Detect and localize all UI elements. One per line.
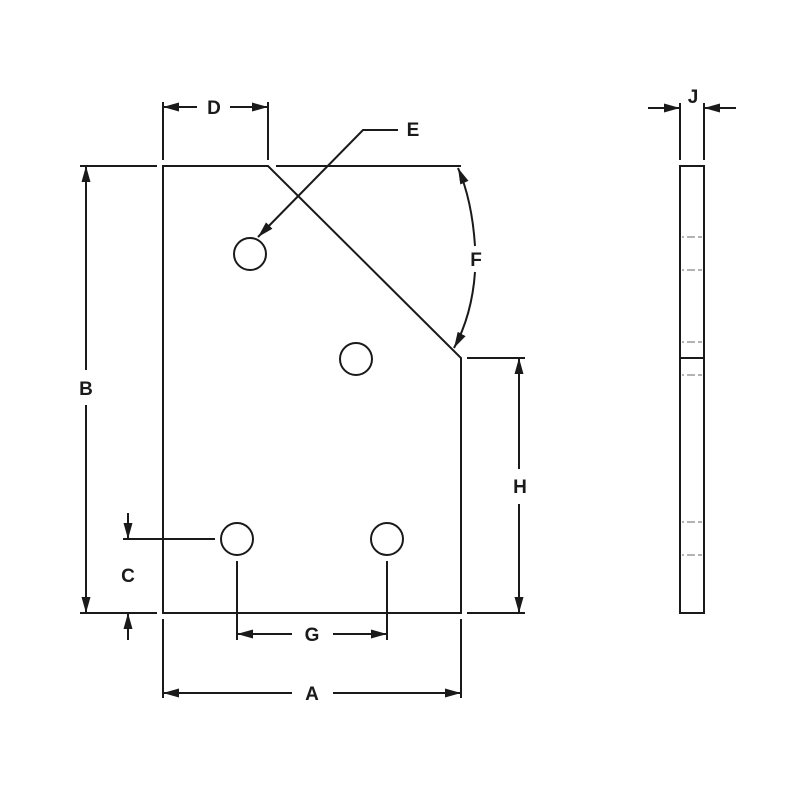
- label-J: J: [688, 87, 699, 108]
- dimension-F: F: [453, 167, 482, 349]
- hole-bottom-right: [370, 522, 404, 556]
- label-C: C: [121, 566, 135, 587]
- dimension-J: J: [648, 87, 736, 113]
- plate-outline: [162, 165, 462, 614]
- label-D: D: [207, 98, 221, 119]
- label-B: B: [79, 379, 93, 400]
- hole-bottom-left: [220, 522, 254, 556]
- label-A: A: [305, 684, 319, 705]
- dimension-G: G: [237, 625, 387, 646]
- hole-middle: [339, 342, 373, 376]
- dimension-A: A: [163, 684, 461, 705]
- side-view: [679, 103, 705, 614]
- dimension-D: D: [163, 98, 268, 119]
- dimension-E: E: [257, 120, 420, 238]
- dimension-B: B: [79, 166, 93, 613]
- label-G: G: [305, 625, 320, 646]
- dimension-C: C: [121, 513, 135, 640]
- hole-top-left: [233, 237, 267, 271]
- label-H: H: [513, 477, 527, 498]
- extension-lines: [80, 102, 525, 698]
- label-F: F: [470, 250, 482, 271]
- side-view-outline: [679, 165, 705, 614]
- dimension-H: H: [513, 358, 527, 613]
- holes: [220, 237, 404, 556]
- hidden-lines: [682, 236, 702, 556]
- label-E: E: [407, 120, 420, 141]
